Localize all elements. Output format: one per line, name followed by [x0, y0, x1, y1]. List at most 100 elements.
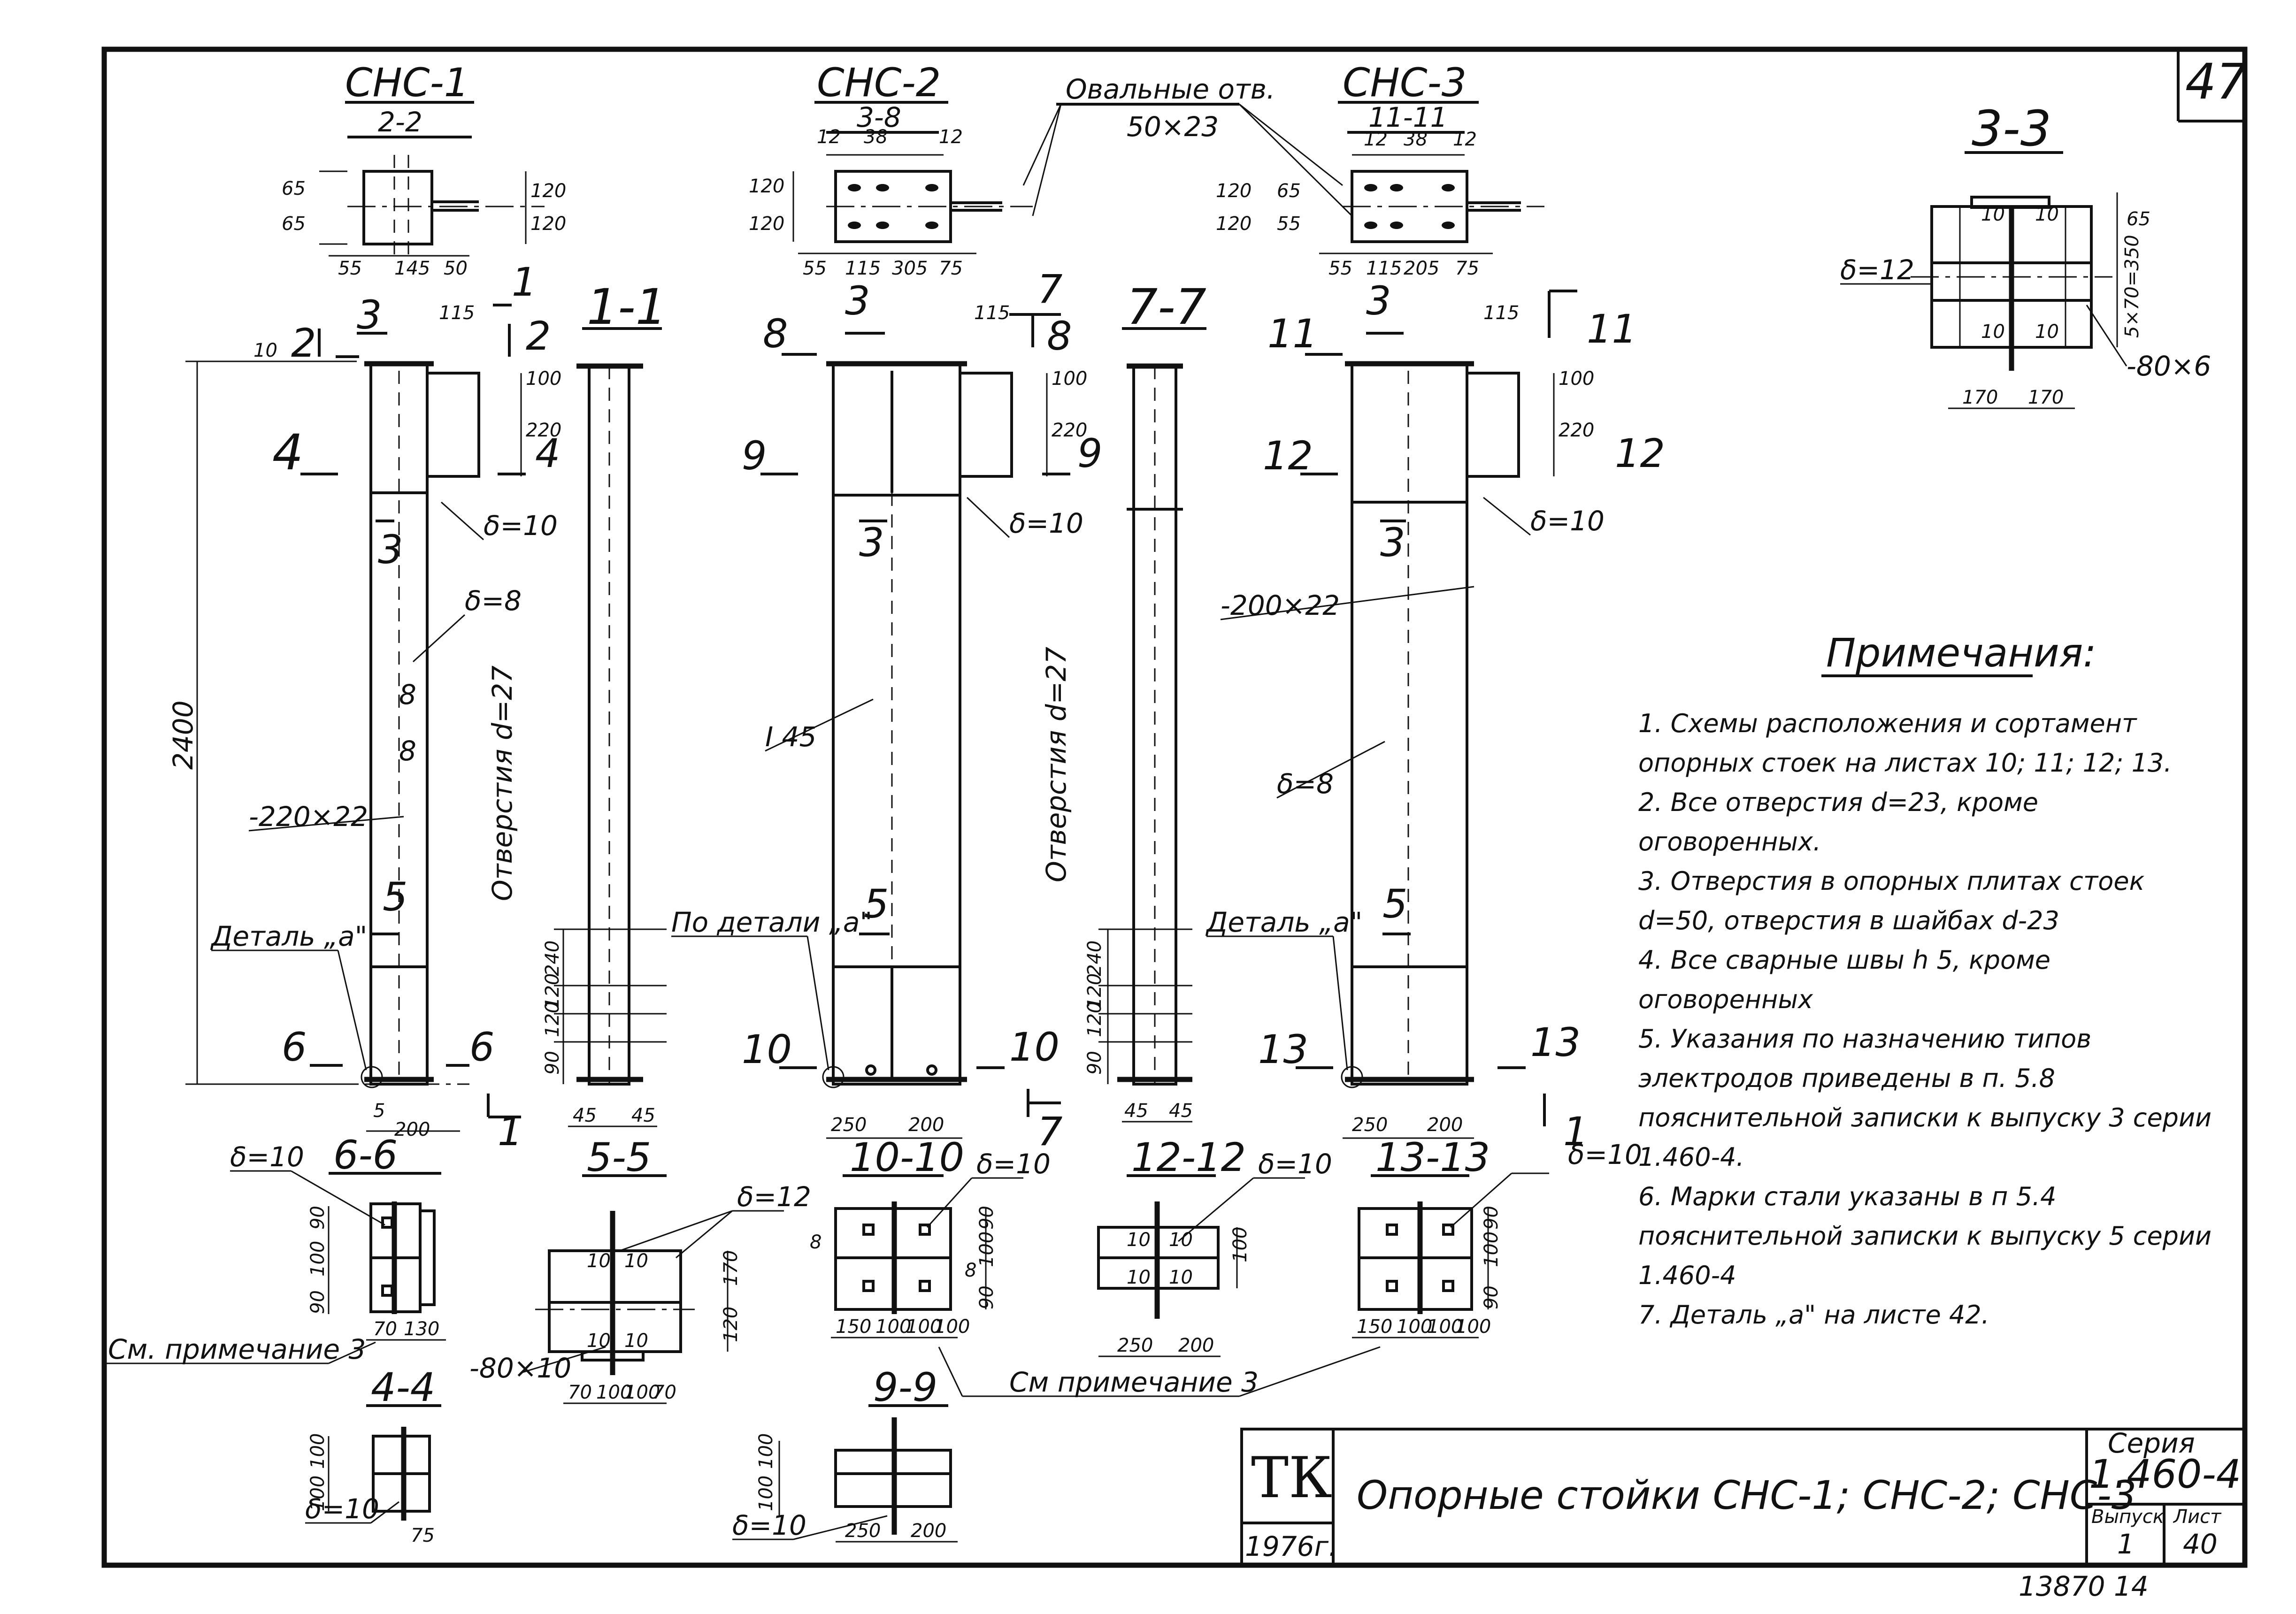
side-1-1-title: 1-1 [587, 278, 667, 336]
note-item-5: 5. Указания по назначению типов электрод… [1638, 1024, 2212, 1172]
series-value: 1.460-4 [2089, 1451, 2241, 1497]
marker-4b: 4 [535, 430, 560, 476]
s55-plate: δ=12 [737, 1181, 811, 1213]
marker-3f: 3 [1380, 520, 1405, 566]
dim-120b: 120 [530, 213, 566, 235]
side77-dim-45b: 45 [1169, 1100, 1193, 1122]
s66-plate: δ=10 [230, 1141, 304, 1173]
chs3-web-plate: -200×22 [1221, 589, 1340, 621]
chs2-plan: СНС-2 3-8 12 38 12 120 120 55 115 305 75 [749, 60, 1033, 279]
chs3-dim-115: 115 [1483, 302, 1519, 324]
chs1-dim-200: 200 [394, 1119, 430, 1140]
s44-plate: δ=10 [305, 1493, 379, 1525]
notes-list: 1. Схемы расположения и сортамент опорны… [1638, 704, 2225, 1335]
s1212-dim-250: 250 [1117, 1335, 1153, 1356]
s1010-dim-90b: 90 [976, 1285, 998, 1309]
s55-dim-100a: 100 [596, 1382, 632, 1403]
marker-10b: 10 [1009, 1024, 1060, 1070]
section-10-10-title: 10-10 [850, 1134, 964, 1180]
height-label: 2400 [167, 700, 199, 770]
s44-dim-100b: 100 [307, 1476, 329, 1511]
section-4-4: 4-4 δ=10 100 100 75 [305, 1364, 441, 1546]
series-label: Серия [2108, 1427, 2195, 1459]
dim-55: 55 [338, 258, 362, 279]
s33-dim-170a: 170 [1962, 387, 1998, 408]
note-item-2: 2. Все отверстия d=23, кроме оговоренных… [1638, 788, 2038, 857]
marker-8b: 8 [1047, 313, 1072, 359]
drawing-title: Опорные стойки СНС-1; СНС-2; СНС-3 [1357, 1472, 2136, 1518]
marker-5b: 5 [864, 881, 889, 927]
logo: ТК [1251, 1446, 1332, 1511]
dim-115a: 115 [845, 258, 881, 279]
s1010-dim-8: 8 [810, 1232, 822, 1253]
marker-10a: 10 [742, 1026, 792, 1072]
chs2-slot-holes [848, 184, 938, 229]
slot-label-1: Овальные отв. [1066, 73, 1275, 105]
marker-3d: 3 [859, 520, 884, 566]
side-view-1-1: 1-1 Отверстия d=27 240 120 120 90 45 45 [486, 278, 667, 1127]
chs1-dim-115: 115 [439, 302, 475, 324]
s33-dim-10d: 10 [2035, 321, 2059, 343]
s1313-plate: δ=10 [1568, 1139, 1642, 1170]
marker-2b: 2 [526, 313, 551, 359]
section-9-9: 9-9 δ=10 100 100 250 200 [732, 1364, 958, 1543]
s33-dim-170b: 170 [2028, 387, 2064, 408]
section-10-10: 10-10 δ=10 8 8 90 100 90 150 100 100 100 [810, 1134, 1051, 1339]
note-item-7: 7. Деталь „а" на листе 42. [1638, 1300, 1989, 1330]
s55-dim-10c: 10 [587, 1330, 611, 1352]
chs1-plan-section: 2-2 [378, 106, 422, 138]
s1010-dim-100a: 100 [875, 1316, 911, 1338]
side77-dim-240: 240 [1084, 941, 1106, 976]
side-1-1-holes: Отверстия d=27 [486, 665, 518, 901]
marker-1b: 1 [498, 1109, 522, 1155]
side11-dim-90: 90 [542, 1051, 563, 1075]
s1010-plate: δ=10 [976, 1148, 1051, 1180]
section-6-6: 6-6 δ=10 90 100 90 70 130 [230, 1132, 446, 1341]
s33-plate: δ=12 [1840, 254, 1914, 286]
s55-dim-120: 120 [720, 1307, 742, 1342]
section-12-12-title: 12-12 [1131, 1134, 1246, 1180]
s66-dim-70: 70 [373, 1318, 397, 1340]
chs1-web-plate: -220×22 [249, 801, 368, 833]
section-13-13: 13-13 δ=10 90 100 90 150 100 100 100 [1352, 1134, 1642, 1339]
note-item-6: 6. Марки стали указаны в п 5.4 пояснител… [1638, 1182, 2212, 1290]
s1010-dim-100: 100 [976, 1232, 998, 1267]
chs1-plan: СНС-1 2-2 65 65 120 120 55 145 50 [282, 60, 566, 279]
chs2-plan-section: 3-8 [857, 101, 901, 133]
chs1-plate: δ=10 [484, 510, 558, 542]
section-3-3: 3-3 10 10 10 10 δ=12 65 5×70=350 -80×6 1… [1840, 100, 2211, 409]
chs1-weld-8b: 8 [399, 735, 416, 767]
section-3-3-title: 3-3 [1972, 100, 2051, 157]
section-5-5: 5-5 10 10 10 10 δ=12 -80×10 170 120 70 1… [469, 1134, 811, 1404]
s55-dim-70a: 70 [568, 1382, 592, 1403]
chs2-dim-250: 250 [831, 1114, 867, 1136]
s44-dim-100a: 100 [307, 1433, 329, 1469]
marker-11b: 11 [1587, 306, 1637, 352]
dim-12a: 12 [817, 126, 841, 148]
s1313-dim-90a: 90 [1481, 1206, 1502, 1230]
chs3-mark: СНС-3 [1343, 60, 1467, 106]
dim-38b: 38 [1404, 129, 1428, 150]
note-item-4: 4. Все сварные швы h 5, кроме оговоренны… [1638, 945, 2051, 1014]
dim-65c: 65 [1277, 180, 1301, 202]
section-9-9-title: 9-9 [873, 1364, 937, 1410]
s1313-dim-100c: 100 [1455, 1316, 1491, 1338]
chs3-slot-holes [1364, 184, 1455, 229]
s1313-dim-100a: 100 [1397, 1316, 1432, 1338]
marker-2a: 2 [291, 320, 316, 366]
side11-dim-120a: 120 [542, 973, 563, 1009]
dim-120c: 120 [749, 176, 784, 197]
top-10: 10 [253, 340, 277, 361]
s1010-dim-100c: 100 [934, 1316, 970, 1338]
side77-dim-90: 90 [1084, 1051, 1106, 1075]
chs3-dim-220: 220 [1559, 420, 1594, 441]
s33-dim-10c: 10 [1981, 321, 2005, 343]
marker-3b: 3 [378, 527, 403, 573]
chs1-stiffener: δ=8 [465, 585, 522, 617]
chs3-detail-label: Деталь „а" [1205, 906, 1362, 938]
s1313-dim-100: 100 [1481, 1232, 1502, 1267]
marker-13a: 13 [1258, 1026, 1308, 1072]
s55-dim-170: 170 [720, 1250, 742, 1286]
side77-dim-120a: 120 [1084, 973, 1106, 1009]
marker-4a: 4 [272, 424, 303, 481]
